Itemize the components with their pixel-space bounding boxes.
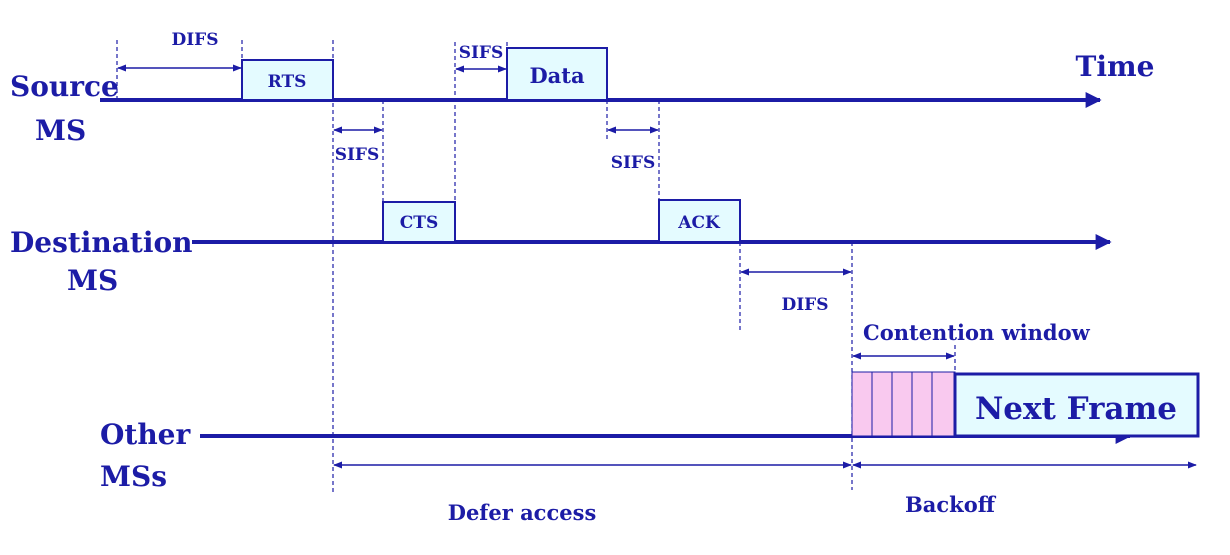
defer-access-label: Defer access bbox=[448, 500, 597, 525]
other-station-label: Other bbox=[100, 418, 191, 451]
destination-station-sublabel: MS bbox=[67, 264, 118, 297]
data-label: Data bbox=[529, 63, 585, 88]
data-frame bbox=[506, 47, 608, 101]
next-frame-box bbox=[953, 372, 1200, 438]
contention-slot bbox=[871, 371, 893, 437]
contention-slot bbox=[911, 371, 933, 437]
backoff-label: Backoff bbox=[905, 492, 997, 517]
contention-window-label: Contention window bbox=[863, 320, 1091, 345]
sifs-1-label: SIFS bbox=[335, 145, 380, 165]
sifs-2-label: SIFS bbox=[459, 43, 504, 63]
cts-frame bbox=[382, 201, 456, 243]
source-station-sublabel: MS bbox=[35, 114, 86, 147]
ack-frame bbox=[658, 199, 741, 243]
ack-label: ACK bbox=[677, 213, 721, 233]
rts-label: RTS bbox=[268, 72, 307, 92]
next-frame-label: Next Frame bbox=[975, 391, 1177, 427]
cts-label: CTS bbox=[400, 213, 438, 233]
source-station-label: Source bbox=[10, 70, 119, 103]
contention-slot bbox=[891, 371, 913, 437]
contention-slot bbox=[931, 371, 956, 437]
time-axis-label: Time bbox=[1076, 50, 1155, 83]
contention-slot bbox=[851, 371, 873, 437]
difs-start-label: DIFS bbox=[171, 30, 218, 50]
difs-end-label: DIFS bbox=[781, 295, 828, 315]
rts-frame bbox=[241, 59, 334, 101]
sifs-3-label: SIFS bbox=[611, 153, 656, 173]
other-station-sublabel: MSs bbox=[100, 460, 167, 493]
destination-station-label: Destination bbox=[10, 226, 193, 259]
contention-slots bbox=[851, 371, 956, 437]
